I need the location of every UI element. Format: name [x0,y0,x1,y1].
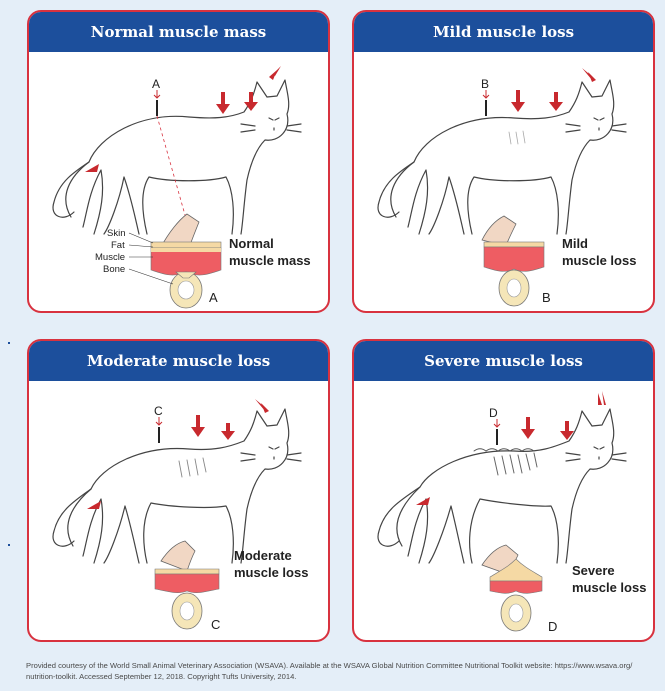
red-arrow-icon [196,415,200,427]
red-arrow-icon [560,431,574,440]
margin-mark [8,342,10,344]
moderate-illustration: C C [52,399,302,632]
panel-moderate-muscle-loss: Moderate muscle loss C C Moderate [27,339,330,642]
section-marker-label: B [542,290,551,305]
caption-line: Mild [562,236,588,251]
red-arrow-icon [249,92,253,102]
arrow-markers [416,391,606,505]
small-arrow-icon [493,419,501,428]
source-citation: Provided courtesy of the World Small Ani… [26,660,665,682]
panel-caption: Moderate muscle loss [234,547,328,581]
section-marker-label: C [211,617,220,632]
section-marker-label: D [548,619,557,634]
red-arrow-icon [191,427,205,437]
callout-line [156,115,188,223]
arrow-markers [511,68,596,112]
tissue-labels: Skin Fat Muscle Bone [95,228,125,275]
cross-section-diagram [154,540,220,630]
red-arrow-icon [85,164,99,172]
panel-caption: Severe muscle loss [572,562,653,596]
margin-mark [8,544,10,546]
marker-label: A [152,77,160,91]
small-arrow-icon [482,90,490,99]
red-arrow-icon [521,429,535,439]
tissue-label-muscle: Muscle [95,252,125,263]
red-arrow-icon [255,399,269,413]
citation-line: Provided courtesy of the World Small Ani… [26,661,633,670]
cat-illustration [52,79,302,235]
mild-illustration: B B [377,68,627,307]
finger-icon [160,540,196,572]
red-arrow-icon [582,68,596,82]
panel-caption: Mild muscle loss [562,235,653,269]
caption-line: Moderate [234,548,292,563]
finger-icon [481,215,517,247]
red-arrow-icon [216,104,230,114]
red-arrow-icon [511,102,525,112]
cross-section-diagram [481,544,543,632]
red-arrow-icon [598,391,606,405]
red-arrow-icon [221,92,225,104]
small-arrow-icon [153,90,161,99]
red-arrow-icon [269,66,281,80]
cross-section-diagram [481,215,545,307]
caption-line: muscle loss [234,565,309,580]
panel-normal-muscle-mass: Normal muscle mass A Ski [27,10,330,313]
tissue-label-fat: Fat [111,240,125,251]
red-arrow-icon [554,92,558,102]
section-marker-label: A [209,290,218,305]
cat-illustration [52,408,302,564]
cross-section-diagram [150,213,222,309]
red-arrow-icon [516,90,520,102]
citation-line: nutrition-toolkit. Accessed September 12… [26,672,297,681]
red-arrow-icon [526,417,530,429]
small-arrow-icon [155,417,163,426]
panel-severe-muscle-loss: Severe muscle loss D D Sev [352,339,655,642]
panel-caption: Normal muscle mass [229,235,328,269]
arrow-markers [85,66,281,172]
caption-line: Normal [229,236,274,251]
red-arrow-icon [87,501,101,509]
marker-label: D [489,406,498,420]
caption-line: Severe [572,563,615,578]
red-arrow-icon [565,421,569,431]
caption-line: muscle mass [229,253,311,268]
cat-illustration [377,408,627,564]
marker-label: C [154,404,163,418]
tissue-label-bone: Bone [103,264,125,275]
red-arrow-icon [221,431,235,440]
caption-line: muscle loss [572,580,647,595]
tissue-label-skin: Skin [107,228,125,239]
panel-title: Severe muscle loss [354,341,653,381]
normal-illustration: A Skin Fat Muscle Bone A [52,66,302,309]
red-arrow-icon [549,102,563,111]
panel-title: Normal muscle mass [29,12,328,52]
red-arrow-icon [416,497,430,505]
marker-label: B [481,77,489,91]
panel-title: Moderate muscle loss [29,341,328,381]
severe-illustration: D D [377,391,627,634]
caption-line: muscle loss [562,253,637,268]
red-arrow-icon [244,102,258,111]
panel-mild-muscle-loss: Mild muscle loss B B Mild muscle los [352,10,655,313]
cat-illustration [377,79,627,235]
panel-title: Mild muscle loss [354,12,653,52]
arrow-markers [87,399,269,509]
red-arrow-icon [226,423,230,431]
